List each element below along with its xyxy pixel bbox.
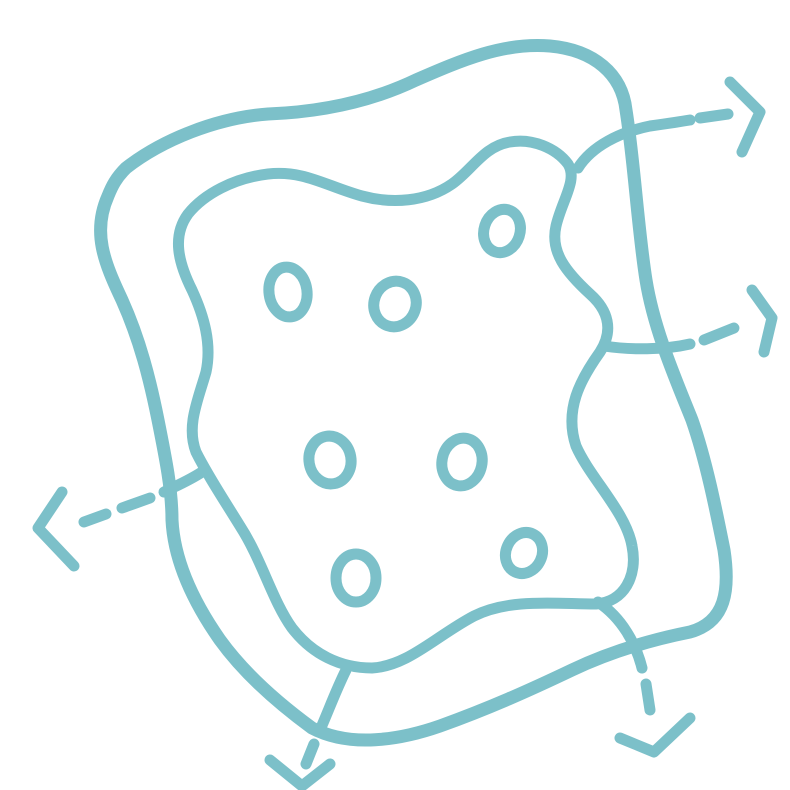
arrow-left [38,492,150,566]
arrow-up-right [700,82,760,152]
inner-circle [336,554,376,602]
arrowhead-icon [730,82,760,152]
pathway-line-bottom-left [320,670,346,730]
arrows-group [38,82,772,786]
inner-circle [266,265,311,320]
arrowhead-icon [752,290,772,352]
arrow-down-left [270,744,330,786]
arrow-down [620,684,690,752]
arrow-dash [122,498,150,508]
inner-circles-group [266,205,549,602]
arrowhead-icon [620,718,690,752]
arrowhead-icon [38,492,74,566]
inner-circle [437,434,486,489]
inner-circle [367,275,422,333]
arrowhead-icon [270,760,330,786]
arrow-dash [700,114,728,118]
inner-circle [499,526,549,579]
arrow-dash [704,328,734,340]
arrow-dash [306,744,314,764]
pathway-line-right [604,344,690,349]
inner-circle [478,205,526,258]
inner-boundary-loop [178,141,633,668]
arrow-dash [646,684,650,710]
arrow-right [704,290,772,352]
pathway-lines-group [164,120,690,730]
arrow-dash [84,514,106,522]
inner-circle [305,433,355,488]
